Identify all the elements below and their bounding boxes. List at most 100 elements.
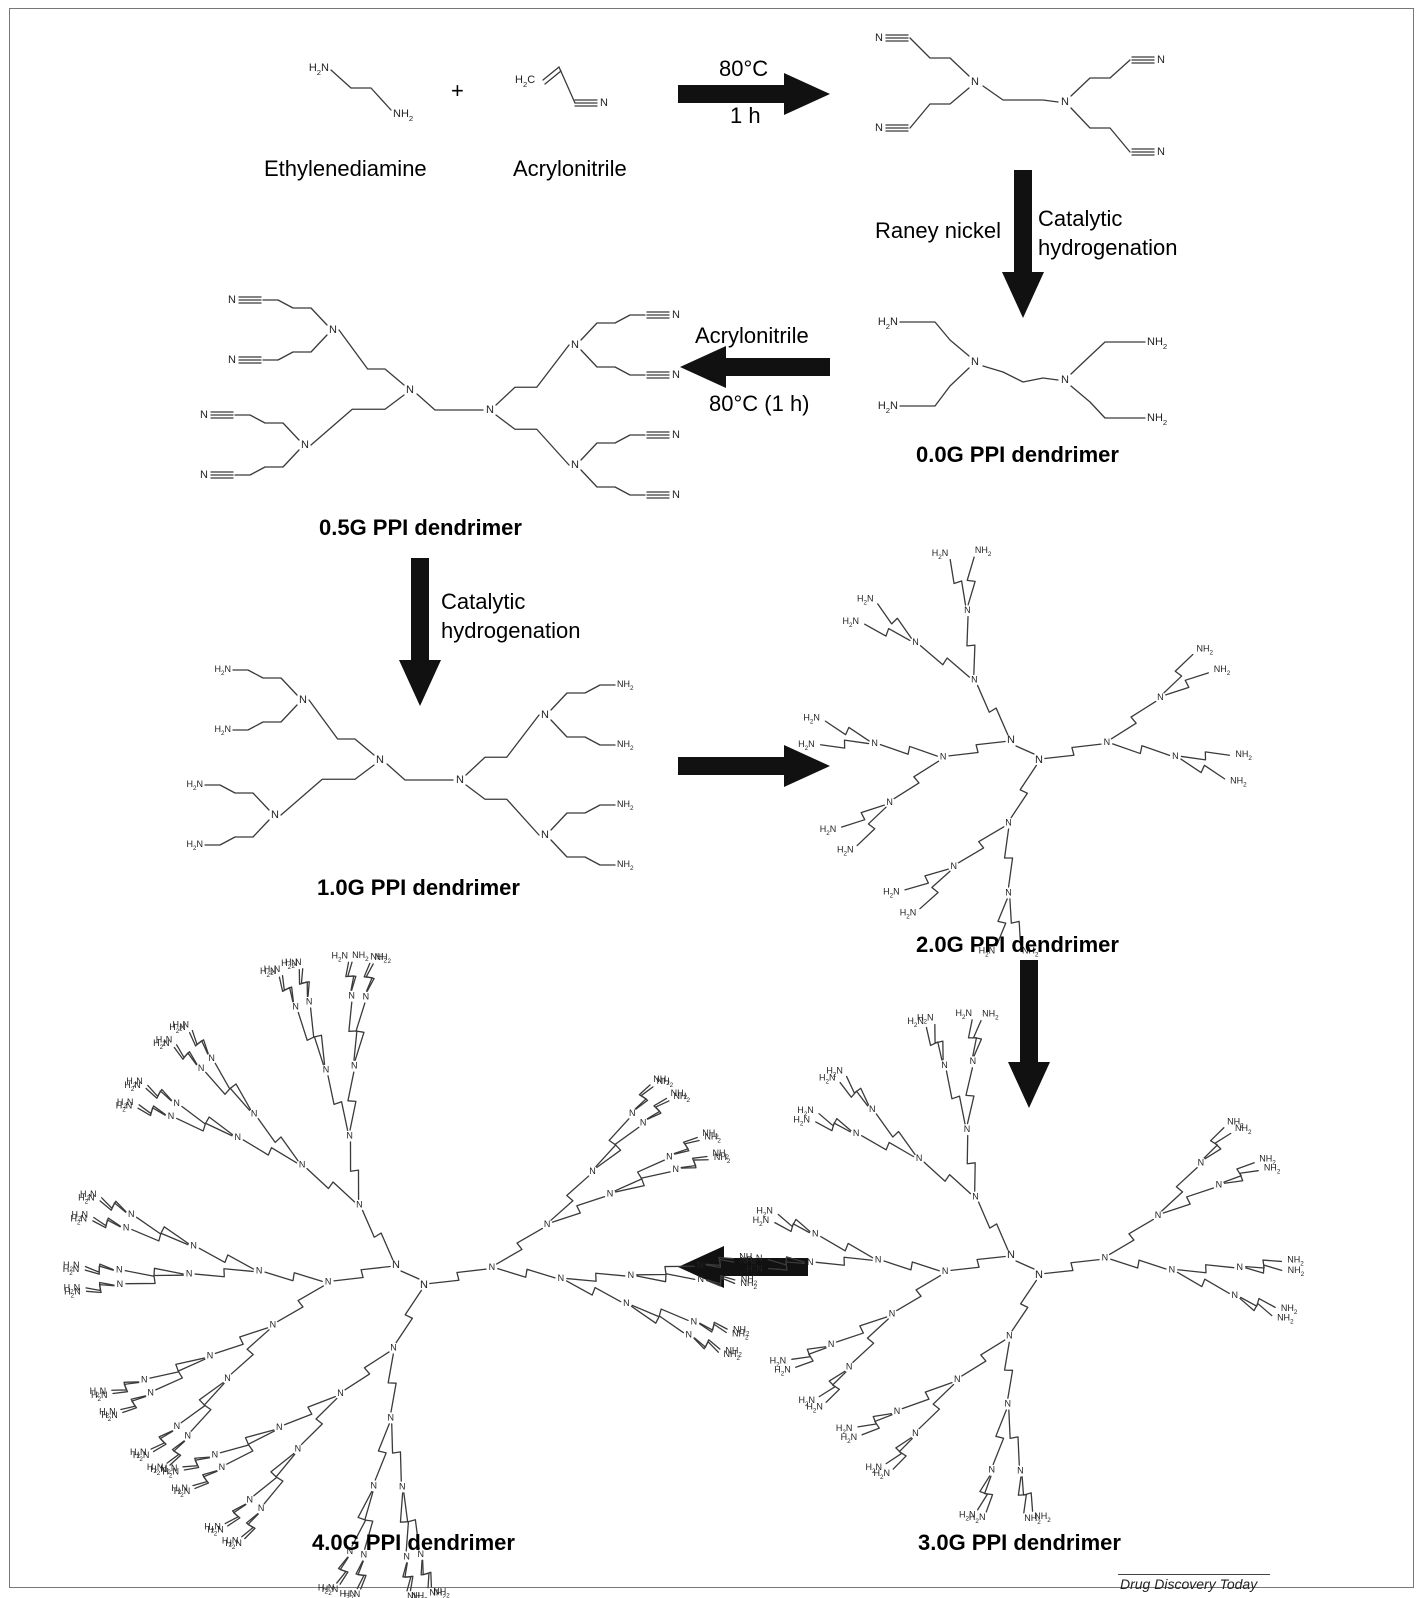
amine-label: H2N [285, 957, 302, 970]
bond [391, 1423, 402, 1482]
atom-label: N [388, 1412, 395, 1422]
bond [306, 1167, 356, 1203]
amine-label: H2N [91, 1390, 108, 1403]
amine-label: NH2 [702, 1128, 719, 1141]
bond [263, 1453, 296, 1505]
atom-label: N [219, 1462, 226, 1472]
bond [1112, 743, 1171, 757]
bond [976, 684, 1009, 736]
bond [825, 1371, 847, 1403]
bond [194, 1268, 254, 1278]
amine-label: H2N [843, 617, 860, 630]
atom-label: N [418, 1549, 425, 1559]
amine-label: NH2 [1022, 946, 1039, 959]
amine-label: NH2 [732, 1329, 749, 1342]
bond [580, 349, 646, 376]
atom-label: N [224, 1373, 231, 1383]
amine-label: H2N [932, 548, 949, 561]
bond [839, 1081, 869, 1107]
bond [497, 1267, 556, 1279]
bond [1070, 341, 1146, 375]
bond [111, 1381, 140, 1391]
amine-label: H2N [798, 739, 815, 752]
amine-label: H2N [207, 1525, 224, 1538]
arrow-step1 [678, 73, 830, 115]
amine-label: NH2 [653, 1074, 670, 1087]
atom-label: N [295, 1444, 302, 1454]
bond [1015, 1260, 1035, 1270]
nitrile-n: N [1157, 54, 1165, 66]
bond [84, 1263, 114, 1273]
amine-label: H2N [161, 1463, 178, 1476]
amine-label: NH2 [1147, 412, 1167, 427]
atom-label: N [329, 324, 337, 336]
bond [818, 1113, 852, 1132]
bond [966, 615, 976, 676]
bond [680, 1159, 709, 1169]
atom-label: N [235, 1132, 242, 1142]
amine-label: H2N [798, 1395, 815, 1408]
amine-label: H2N [186, 779, 203, 792]
bond [310, 394, 405, 446]
amine-label: H2N [225, 1538, 242, 1551]
nitrile-n: N [672, 429, 680, 441]
amine-label: H2N [169, 1022, 186, 1035]
bond [824, 720, 870, 742]
amine-label: NH2 [1227, 1117, 1244, 1130]
amine-label: H2N [72, 1210, 89, 1223]
atom-label: N [399, 1481, 406, 1491]
step4-process-line2: hydrogenation [441, 618, 581, 643]
amine-label: NH2 [1235, 749, 1252, 762]
bond [819, 739, 870, 749]
arrow-step3 [680, 346, 830, 388]
bond [192, 1470, 218, 1487]
bond [1070, 59, 1131, 97]
amine-label: NH2 [1235, 1124, 1252, 1137]
atom-label: N [1172, 751, 1179, 761]
atom-label: N [971, 356, 979, 368]
bond [948, 740, 1006, 757]
amine-label: H2N [774, 1365, 791, 1378]
atom-label: N [1061, 96, 1069, 108]
amine-label: NH2 [740, 1256, 757, 1269]
bond [125, 1274, 184, 1285]
amine-label: NH2 [671, 1088, 688, 1101]
amine-label: H2N [101, 1410, 118, 1423]
bond [1021, 1476, 1034, 1512]
amine-label: H2N [797, 1105, 814, 1118]
g20-label: 2.0G PPI dendrimer [916, 932, 1119, 957]
bond [364, 1491, 374, 1550]
atom-label: N [1035, 1269, 1043, 1281]
amine-label: NH2 [704, 1132, 721, 1145]
amine-label: NH2 [1214, 665, 1231, 678]
bond [949, 558, 967, 606]
amine-label: H2N [172, 1020, 189, 1033]
amine-label: NH2 [712, 1148, 729, 1161]
bond [1008, 1409, 1020, 1466]
atom-label: N [128, 1209, 135, 1219]
bond [361, 1209, 394, 1261]
atom-label: N [571, 339, 579, 351]
atom-label: N [325, 1277, 332, 1287]
amine-label: NH2 [1277, 1313, 1294, 1326]
amine-label: H2N [281, 958, 298, 971]
amine-label: H2N [80, 1189, 97, 1202]
amine-label: H2N [70, 1214, 87, 1227]
amine-label: H2N [332, 951, 349, 964]
bond [1009, 898, 1022, 947]
amine-label: H2N [917, 1013, 934, 1026]
atom-label: N [1169, 1264, 1176, 1274]
amine-label: H2N [956, 1008, 973, 1021]
atom-label: N [212, 1449, 219, 1459]
atom-label: N [1006, 1331, 1013, 1341]
g30-label: 3.0G PPI dendrimer [918, 1530, 1121, 1555]
atom-label: N [174, 1421, 181, 1431]
amine-label: H2N [174, 1487, 191, 1500]
amine-label: NH2 [375, 952, 392, 965]
bond [982, 365, 1059, 383]
bond [338, 329, 405, 386]
nitrile-n: N [200, 469, 208, 481]
bond [1044, 1259, 1100, 1275]
